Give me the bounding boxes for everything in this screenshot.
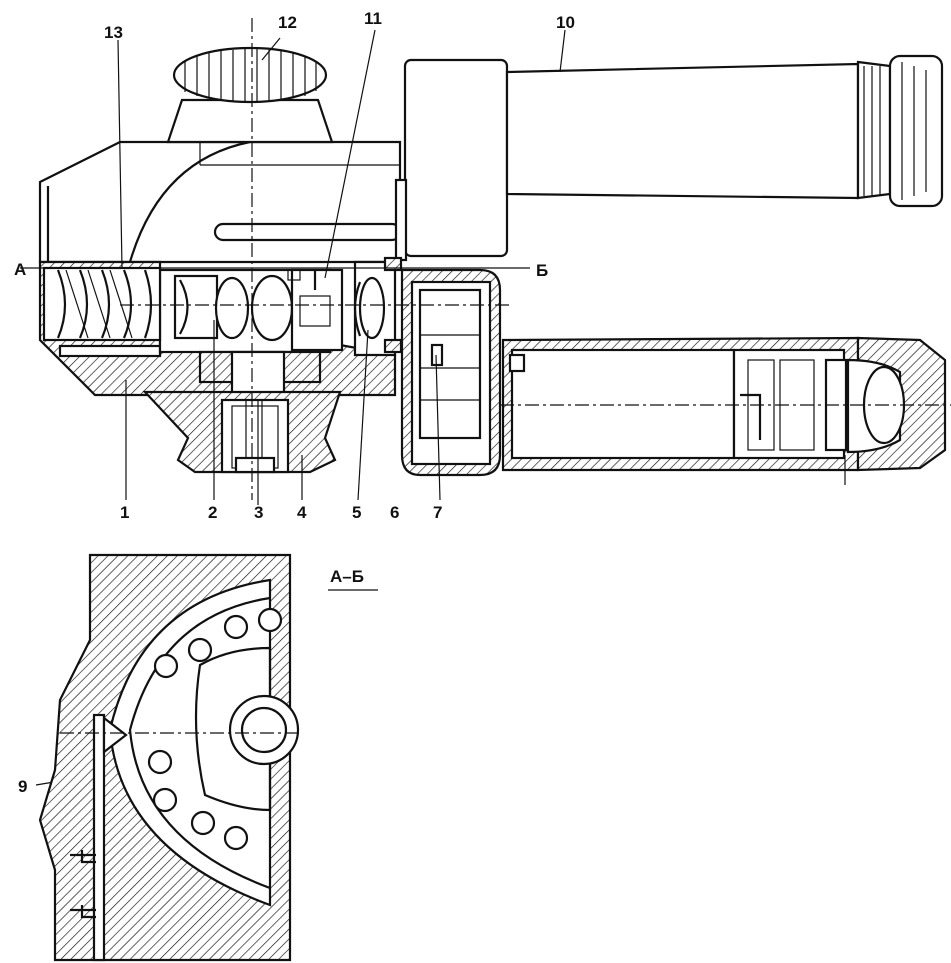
- lens-2a: [214, 276, 250, 340]
- label-1: 1: [120, 503, 129, 522]
- knob-knurl: [184, 49, 317, 101]
- upper-eyepiece-block: [403, 58, 509, 258]
- label-section-a: А: [14, 260, 26, 279]
- label-3: 3: [254, 503, 263, 522]
- leader-lines: [35, 29, 846, 786]
- section-screws: [147, 607, 283, 851]
- label-2: 2: [208, 503, 217, 522]
- label-5: 5: [352, 503, 361, 522]
- label-9: 9: [18, 777, 27, 796]
- section-title: А–Б: [330, 567, 364, 586]
- label-13: 13: [104, 23, 123, 42]
- label-section-b: Б: [536, 261, 548, 280]
- label-6: 6: [390, 503, 399, 522]
- upper-housing: [38, 140, 402, 264]
- section-ab-view: [38, 553, 300, 962]
- top-knob: [172, 46, 328, 104]
- lens-2b: [250, 274, 294, 342]
- section-hub: [228, 694, 300, 766]
- label-7: 7: [433, 503, 442, 522]
- label-10: 10: [556, 13, 575, 32]
- prism-block: [173, 274, 219, 340]
- objective-stack: [42, 266, 162, 342]
- upper-eyepiece-tube: [505, 62, 860, 200]
- top-knob-base: [166, 98, 334, 144]
- section-pawl: [92, 713, 106, 962]
- housing-curve: [128, 140, 251, 263]
- label-11: 11: [364, 9, 382, 28]
- drum: [418, 288, 482, 440]
- upper-eyecup: [888, 54, 944, 208]
- label-4: 4: [297, 503, 307, 522]
- main-assembly: [20, 18, 951, 500]
- label-12: 12: [278, 13, 297, 32]
